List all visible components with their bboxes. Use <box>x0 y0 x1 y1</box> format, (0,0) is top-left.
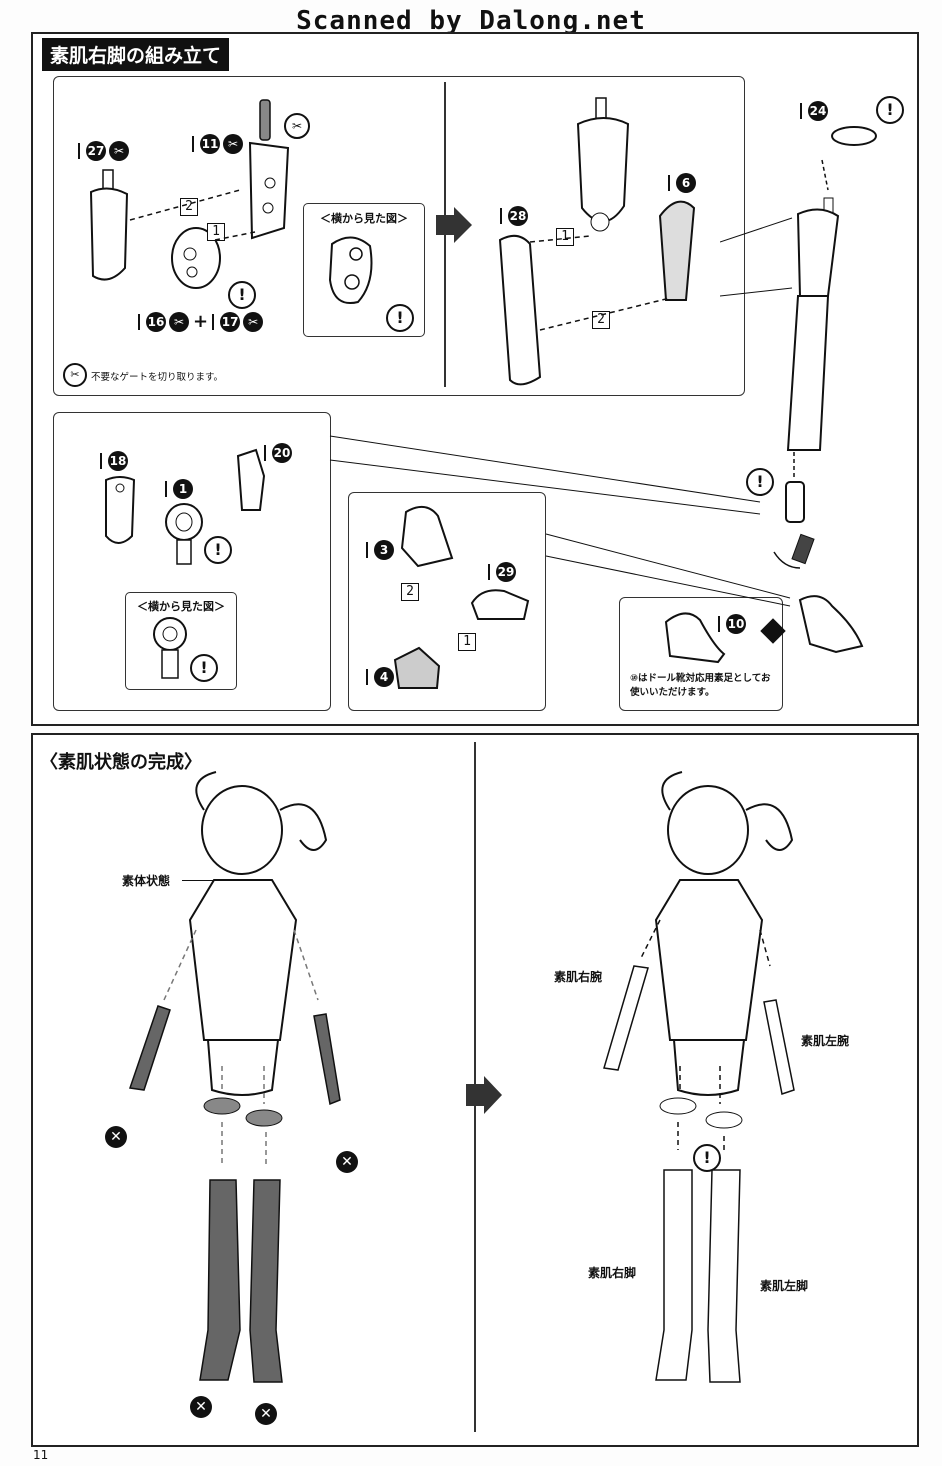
step-label-1: 1 <box>458 633 476 651</box>
assembled-joint-foot <box>773 452 864 654</box>
side-view-part <box>328 236 373 304</box>
caution-icon: ! <box>386 304 414 332</box>
part-10-drawing <box>664 612 726 664</box>
next-step-arrow <box>436 207 472 243</box>
side-view-inset-joint: ＜横から見た図＞ <box>125 592 237 690</box>
side-view-label: ＜横から見た図＞ <box>137 600 225 613</box>
part-3-drawing <box>400 505 454 568</box>
body-state-leader <box>182 880 228 881</box>
callout-lines-bottom <box>329 435 791 607</box>
part-18-drawing <box>105 476 136 544</box>
next-step-arrow <box>466 1076 502 1114</box>
part-20-badge: 20 <box>264 443 292 463</box>
right-leg-label: 素肌右脚 <box>588 1266 637 1280</box>
part-27-drawing <box>89 169 129 281</box>
part-16-17-drawing <box>171 227 221 289</box>
side-view-joint-part <box>153 617 187 679</box>
page-number: 11 <box>33 1448 49 1462</box>
part-4-badge: 4 <box>366 667 394 687</box>
x-mark-icon: ✕ <box>255 1403 277 1425</box>
caution-icon: ! <box>693 1144 721 1172</box>
nipper-icon: ✂ <box>109 141 129 161</box>
part-29-drawing <box>470 589 530 620</box>
doll-foot-note: ⑩はドール靴対応用素足としてお使いいただけます。 <box>630 673 771 698</box>
part-3-badge: 3 <box>366 540 394 560</box>
part-1-drawing <box>165 503 203 565</box>
section-title: 素肌右脚の組み立て <box>42 38 230 71</box>
gate-note: 不要なゲートを切り取ります。 <box>91 372 224 383</box>
right-arm-label: 素肌右腕 <box>554 970 603 984</box>
completed-title: 〈素肌状態の完成〉 <box>40 752 202 773</box>
part-6-drawing <box>658 200 696 301</box>
part-10-badge: 10 <box>718 614 746 634</box>
body-state-label: 素体状態 <box>122 874 171 888</box>
dashed-guides-a <box>129 189 256 241</box>
caution-icon: ! <box>876 96 904 124</box>
part-upper-leg-drawing <box>576 97 630 232</box>
part-1-badge: 1 <box>165 479 193 499</box>
step-label-1: 1 <box>556 228 574 246</box>
x-mark-icon: ✕ <box>105 1126 127 1148</box>
part-4-drawing <box>393 646 441 689</box>
part-11-badge: 11✂ <box>192 134 243 154</box>
step-label-2: 2 <box>401 583 419 601</box>
part-6-badge: 6 <box>668 173 696 193</box>
part-28-drawing <box>498 234 542 386</box>
left-arm-label: 素肌左腕 <box>801 1034 850 1048</box>
part-24-drawing <box>831 126 877 146</box>
bare-skin-figure <box>603 771 795 1383</box>
side-view-label: ＜横から見た図＞ <box>320 212 408 225</box>
part-18-badge: 18 <box>100 451 128 471</box>
part-29-badge: 29 <box>488 562 516 582</box>
left-leg-label: 素肌左脚 <box>760 1279 809 1293</box>
body-state-figure <box>128 771 341 1383</box>
part-11-drawing <box>248 99 290 240</box>
part-28-badge: 28 <box>500 206 528 226</box>
dashed-guides-b <box>529 235 671 331</box>
callout-lines-top <box>720 217 793 297</box>
part-20-drawing <box>236 448 266 511</box>
watermark: Scanned by Dalong.net <box>296 6 646 36</box>
x-mark-icon: ✕ <box>190 1396 212 1418</box>
gate-note-icon: ✂ <box>63 363 87 387</box>
caution-icon: ! <box>746 468 774 496</box>
nipper-icon: ✂ <box>223 134 243 154</box>
caution-icon: ! <box>204 536 232 564</box>
part-24-badge: 24 <box>800 101 828 121</box>
gate-cut-icon: ✂ <box>284 113 310 139</box>
caution-icon: ! <box>228 281 256 309</box>
x-mark-icon: ✕ <box>336 1151 358 1173</box>
assembled-leg-drawing <box>786 159 840 451</box>
caution-icon: ! <box>190 654 218 682</box>
part-27-badge: 27✂ <box>78 141 129 161</box>
part-16-17-badge: 16✂ + 17✂ <box>138 311 264 332</box>
